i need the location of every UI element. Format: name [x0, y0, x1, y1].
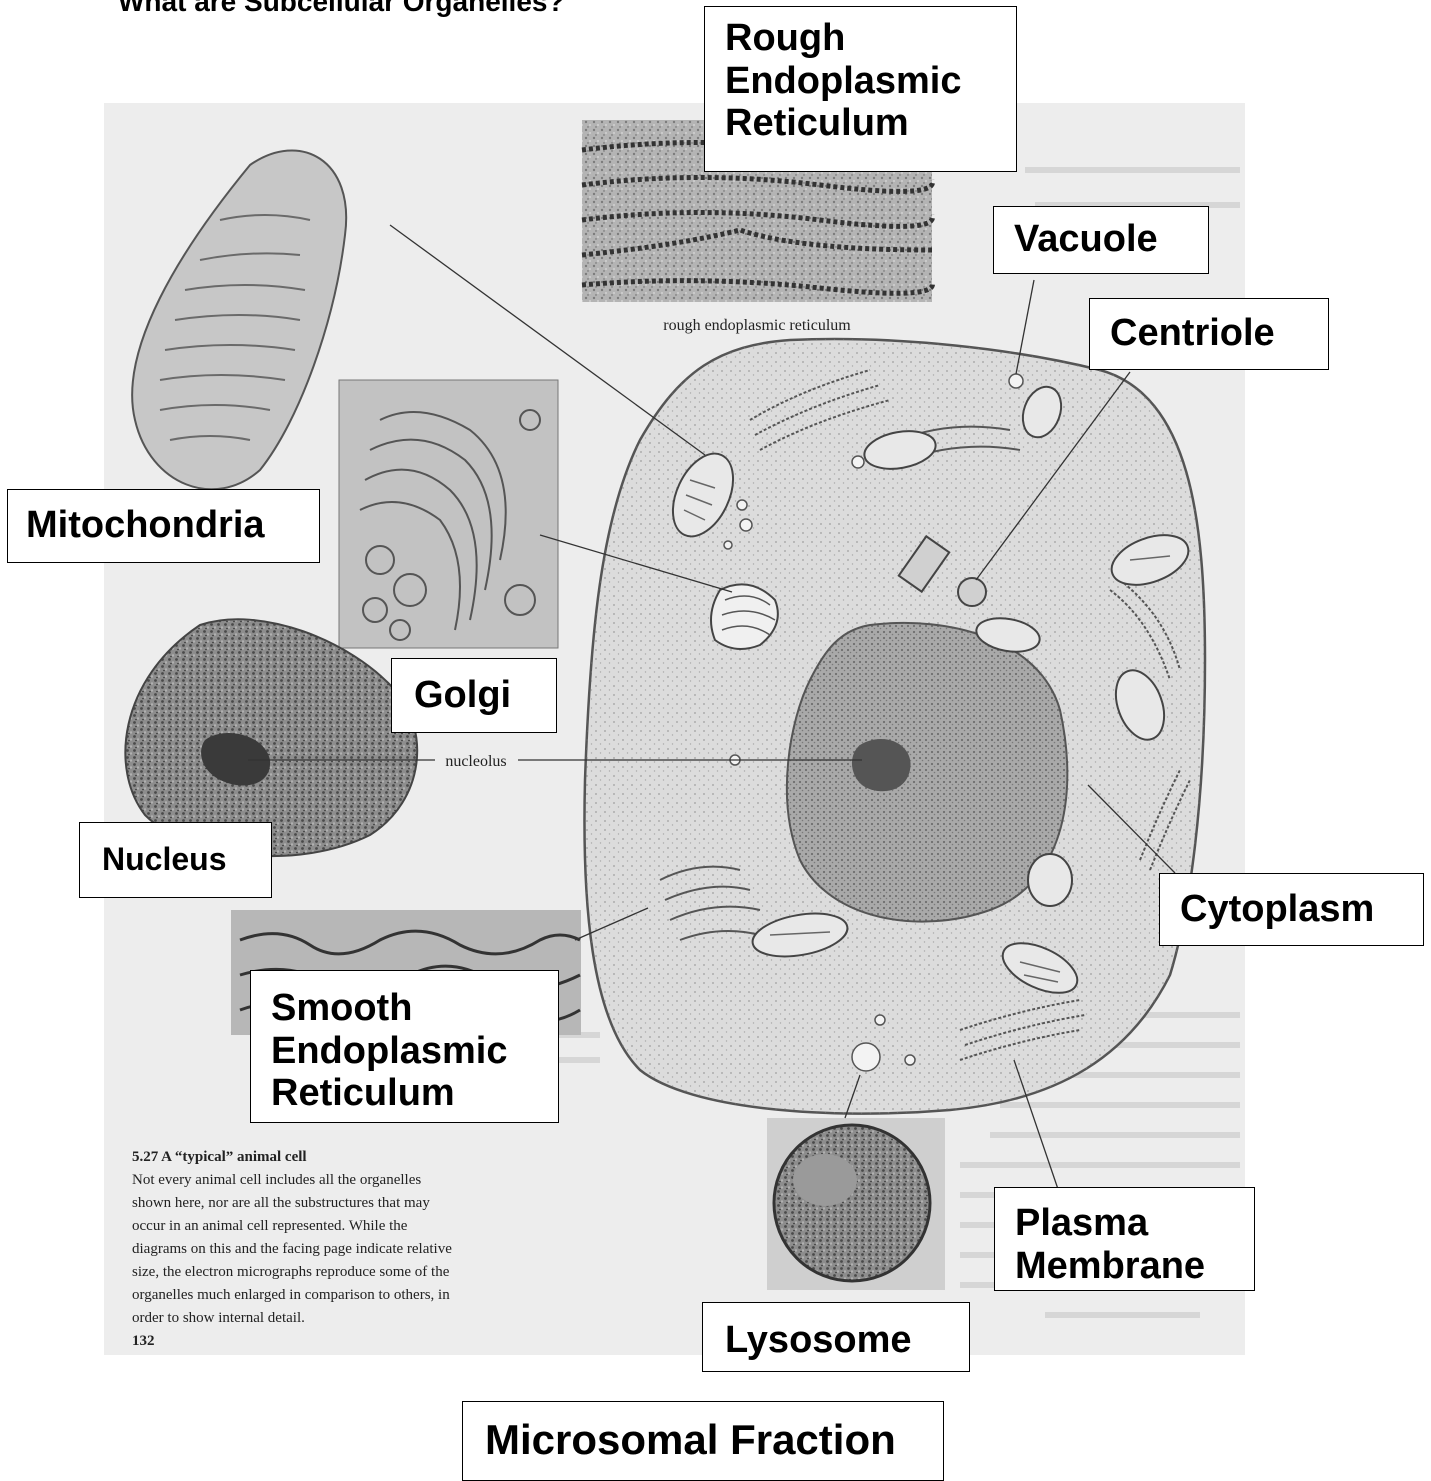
label-smooth-er-text: Smooth Endoplasmic Reticulum — [271, 987, 558, 1115]
label-centriole-text: Centriole — [1110, 312, 1328, 355]
label-plasma-membrane: Plasma Membrane — [994, 1187, 1255, 1291]
label-mitochondria: Mitochondria — [7, 489, 320, 563]
caption-line: occur in an animal cell represented. Whi… — [132, 1218, 408, 1234]
caption-line: Not every animal cell includes all the o… — [132, 1172, 421, 1188]
nucleus-micrograph — [125, 619, 417, 856]
label-microsomal-fraction-text: Microsomal Fraction — [485, 1416, 943, 1463]
caption-line: organelles much enlarged in comparison t… — [132, 1287, 450, 1303]
nucleolus-label: nucleolus — [445, 753, 506, 770]
label-vacuole: Vacuole — [993, 206, 1209, 274]
rer-micrograph-caption: rough endoplasmic reticulum — [663, 317, 851, 334]
label-golgi-text: Golgi — [414, 674, 556, 717]
label-smooth-er: Smooth Endoplasmic Reticulum — [250, 970, 559, 1123]
label-lysosome-text: Lysosome — [725, 1319, 969, 1362]
label-nucleus-text: Nucleus — [102, 842, 271, 878]
label-centriole: Centriole — [1089, 298, 1329, 370]
animal-cell-drawing — [584, 339, 1205, 1114]
golgi-micrograph — [339, 380, 558, 648]
caption-line: shown here, nor are all the substructure… — [132, 1195, 430, 1211]
lysosome-micrograph — [767, 1118, 945, 1290]
caption-line: size, the electron micrographs reproduce… — [132, 1264, 450, 1280]
caption-title: 5.27 A “typical” animal cell — [132, 1149, 307, 1165]
page-heading: What are Subcellular Organelles? — [118, 0, 565, 18]
label-rough-er: Rough Endoplasmic Reticulum — [704, 6, 1017, 172]
label-rough-er-text: Rough Endoplasmic Reticulum — [725, 17, 1016, 145]
label-golgi: Golgi — [391, 658, 557, 733]
mitochondrion-micrograph — [132, 150, 346, 489]
label-cytoplasm: Cytoplasm — [1159, 873, 1424, 946]
label-lysosome: Lysosome — [702, 1302, 970, 1372]
label-vacuole-text: Vacuole — [1014, 218, 1208, 261]
label-mitochondria-text: Mitochondria — [26, 504, 319, 547]
label-cytoplasm-text: Cytoplasm — [1180, 888, 1423, 931]
label-plasma-membrane-text: Plasma Membrane — [1015, 1202, 1254, 1287]
caption-line: diagrams on this and the facing page ind… — [132, 1241, 452, 1257]
caption-line: order to show internal detail. — [132, 1310, 305, 1326]
label-microsomal-fraction: Microsomal Fraction — [462, 1401, 944, 1481]
page-number: 132 — [132, 1333, 155, 1349]
label-nucleus: Nucleus — [79, 822, 272, 898]
